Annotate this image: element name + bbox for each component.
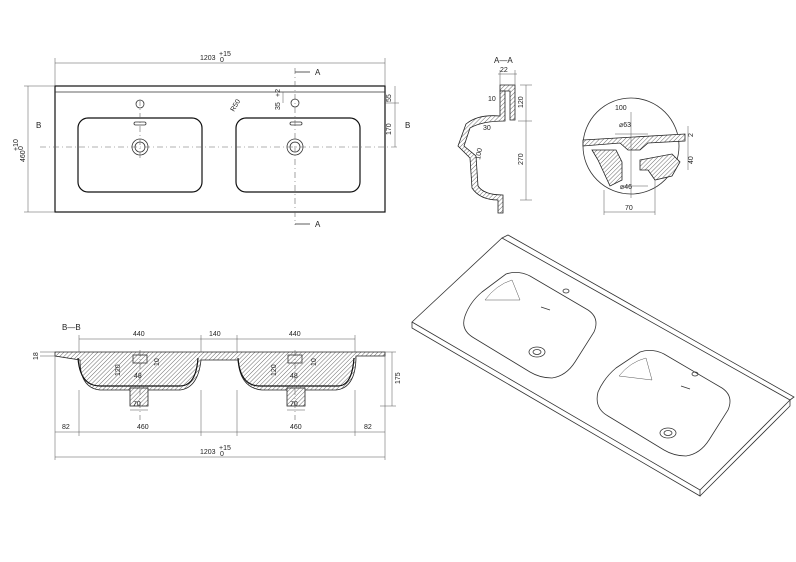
detail-d70-label: 70 [625,205,633,212]
aa-d22-label: 22 [500,67,508,74]
detail-d2-label: 2 [688,133,695,137]
section-a-marker-top: A [315,68,321,77]
bb-d460b-label: 460 [290,424,302,431]
right-bowl [235,117,361,193]
top-d35-tol: +2 [275,89,282,97]
bb-d82b-label: 82 [364,424,372,431]
top-view: 1203 +15 0 460 +10 0 55 170 35 +2 R50 A … [13,51,410,229]
basin-outline [54,85,386,213]
iso-top-surface [411,237,791,491]
detail-d46-label: ⌀46 [620,184,632,191]
bb-d460a-label: 460 [137,424,149,431]
section-b-marker-right: B [405,121,410,130]
isometric-view [411,234,795,497]
bb-total-tol-lower: 0 [220,451,224,458]
top-depth-label: 460 [20,150,27,162]
bb-d120b-label: 120 [271,364,278,376]
section-bb: B—B 440 140 440 18 10 10 120 120 48 48 7… [33,323,402,460]
aa-d270-label: 270 [518,153,525,165]
top-d55-label: 55 [386,94,393,102]
aa-d10-label: 10 [488,96,496,103]
bb-d18-label: 18 [33,352,40,360]
bb-d440a-label: 440 [133,331,145,338]
section-b-marker-left: B [36,121,41,130]
top-d170-label: 170 [386,123,393,135]
top-d35-label: 35 [275,102,282,110]
bb-d82a-label: 82 [62,424,70,431]
bb-d120a-label: 120 [115,364,122,376]
bb-d48a-label: 48 [134,373,142,380]
bb-d440b-label: 440 [289,331,301,338]
iso-left-bowl [463,272,597,379]
iso-right-bowl [596,350,731,457]
bb-total-tol-upper: +15 [219,445,231,452]
detail-view: ⌀63 100 ⌀46 70 2 40 [582,97,695,215]
aa-d30-label: 30 [483,125,491,132]
bb-d175-label: 175 [395,372,402,384]
section-aa-title: A—A [494,56,513,65]
top-depth-tol-upper: +10 [13,139,20,151]
top-width-tol-lower: 0 [220,57,224,64]
detail-d63-label: ⌀63 [619,122,631,129]
top-radius-label: R50 [230,98,243,113]
bb-d70a-label: 70 [133,401,141,408]
bb-total-label: 1203 [200,449,216,456]
section-aa: A—A 22 120 270 10 30 100 [457,56,532,214]
detail-d40-label: 40 [688,156,695,164]
bb-d10b-label: 10 [311,358,318,366]
section-bb-title: B—B [62,323,81,332]
top-width-tol-upper: +15 [219,51,231,58]
bb-d70b-label: 70 [290,401,298,408]
top-depth-tol-lower: 0 [18,146,25,150]
section-a-marker-bottom: A [315,220,321,229]
detail-d100-label: 100 [615,105,627,112]
bb-d48b-label: 48 [290,373,298,380]
top-width-label: 1203 [200,55,216,62]
bb-d10a-label: 10 [154,358,161,366]
aa-d120-label: 120 [518,96,525,108]
aa-d100-label: 100 [475,148,484,161]
bb-d140-label: 140 [209,331,221,338]
